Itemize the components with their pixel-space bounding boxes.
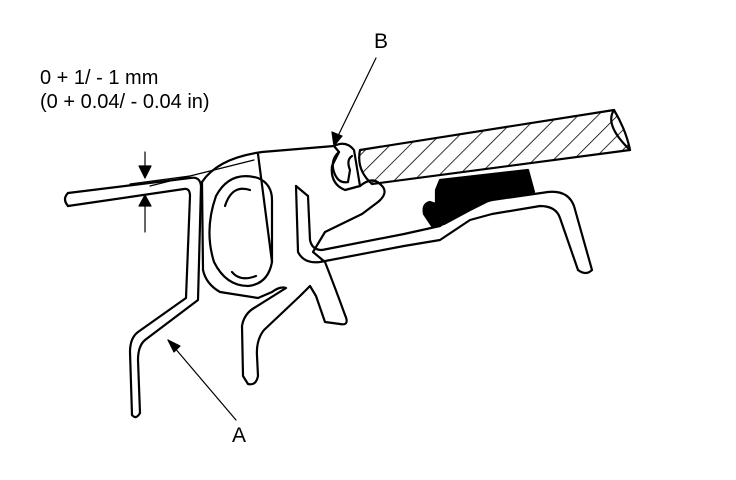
glass-panel	[358, 108, 632, 186]
leader-a-arrowhead	[167, 339, 181, 353]
dimension-line-2: (0 + 0.04/ - 0.04 in)	[40, 91, 210, 113]
body-panel	[63, 176, 203, 419]
leader-lines	[167, 57, 377, 421]
molding-body	[200, 142, 386, 386]
dimension-line-1: 0 + 1/ - 1 mm	[40, 67, 158, 89]
callout-b-label: B	[374, 30, 388, 53]
leader-b-arrowhead	[331, 131, 343, 147]
adhesive-seal	[422, 168, 536, 228]
leader-a-line	[167, 339, 237, 421]
dimension-marker	[129, 151, 255, 233]
leader-b-line	[335, 57, 377, 141]
callout-a-label: A	[232, 424, 246, 447]
